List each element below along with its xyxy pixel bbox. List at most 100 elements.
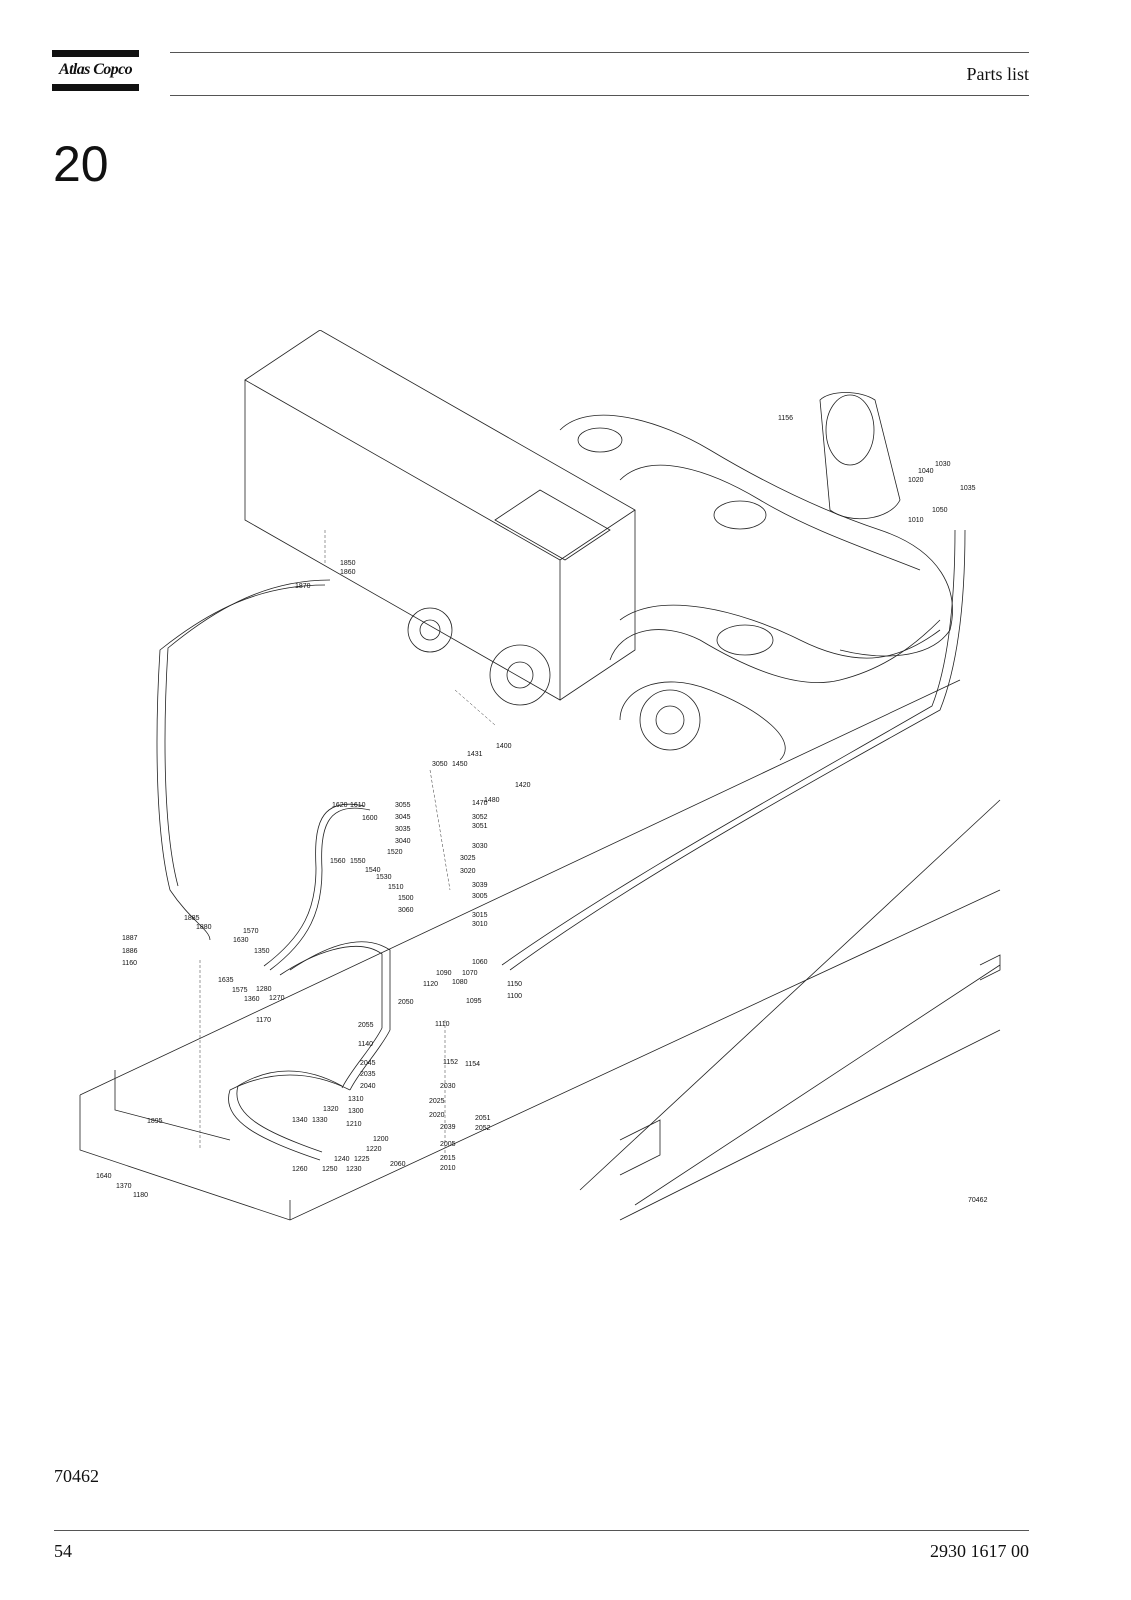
callout: 2015 (440, 1155, 456, 1162)
callout: 1420 (515, 782, 531, 789)
callout: 2050 (398, 999, 414, 1006)
callout: 1250 (322, 1166, 338, 1173)
callout: 1100 (507, 993, 522, 1000)
callout: 1156 (778, 415, 793, 422)
callout: 1160 (122, 960, 137, 967)
callout: 1887 (122, 935, 138, 942)
callout: 2020 (429, 1112, 445, 1119)
callout: 1230 (346, 1166, 362, 1173)
logo-bar-bottom (52, 84, 139, 91)
callout: 1200 (373, 1136, 389, 1143)
callout: 1060 (472, 959, 488, 966)
callout: 3025 (460, 855, 476, 862)
callout: 1470 (472, 800, 488, 807)
callout: 3052 (472, 814, 488, 821)
callout: 1870 (295, 583, 311, 590)
callout: 1350 (254, 948, 270, 955)
callout: 1210 (346, 1121, 362, 1128)
callout: 1520 (387, 849, 403, 856)
callout: 1170 (256, 1017, 271, 1024)
drawing-id: 70462 (968, 1197, 988, 1204)
callout: 2060 (390, 1161, 406, 1168)
callout: 1240 (334, 1156, 350, 1163)
callout: 1575 (232, 987, 248, 994)
callout: 1220 (366, 1146, 382, 1153)
callout: 1360 (244, 996, 260, 1003)
callout: 3035 (395, 826, 411, 833)
callout: 1050 (932, 507, 948, 514)
callout: 1150 (507, 981, 522, 988)
callout: 1310 (348, 1096, 364, 1103)
callout: 1640 (96, 1173, 112, 1180)
exploded-parts-drawing: 1156 1030 1040 1020 1035 1050 1010 1850 … (79, 330, 1001, 1221)
callout: 3020 (460, 868, 476, 875)
callout: 1225 (354, 1156, 370, 1163)
header-rule-top (170, 52, 1029, 53)
callout: 1152 (443, 1059, 458, 1066)
callout: 1020 (908, 477, 924, 484)
callout: 1140 (358, 1041, 373, 1048)
callout: 1620 (332, 802, 348, 809)
callout: 1154 (465, 1061, 480, 1068)
logo-bar-top (52, 50, 139, 57)
callout: 1550 (350, 858, 366, 865)
callout: 2045 (360, 1060, 376, 1067)
callout: 1080 (452, 979, 468, 986)
callout: 3060 (398, 907, 414, 914)
callout: 1895 (147, 1118, 163, 1125)
callout: 1320 (323, 1106, 339, 1113)
callout: 1850 (340, 560, 356, 567)
section-number: 20 (53, 136, 109, 192)
callout: 1886 (122, 948, 138, 955)
callout: 1040 (918, 468, 934, 475)
header-rule-bottom (170, 95, 1029, 96)
callout: 2005 (440, 1141, 456, 1148)
footer-rule (54, 1530, 1029, 1531)
callout: 1480 (484, 797, 500, 804)
figure-number: 70462 (54, 1466, 99, 1486)
callout: 3030 (472, 843, 488, 850)
document-number: 2930 1617 00 (930, 1541, 1029, 1561)
callout: 1095 (466, 998, 482, 1005)
callout: 3051 (472, 823, 488, 830)
callout: 1600 (362, 815, 378, 822)
callout: 3015 (472, 912, 488, 919)
callout: 2039 (440, 1124, 456, 1131)
callout: 1090 (436, 970, 452, 977)
callout: 3040 (395, 838, 411, 845)
callout: 2035 (360, 1071, 376, 1078)
callout: 2040 (360, 1083, 376, 1090)
callout: 3055 (395, 802, 411, 809)
callout: 2010 (440, 1165, 456, 1172)
callout: 1880 (196, 924, 212, 931)
callout: 2055 (358, 1022, 374, 1029)
header-section-title: Parts list (966, 64, 1029, 84)
logo-wordmark: Atlas Copco (59, 61, 133, 78)
callout: 1885 (184, 915, 200, 922)
callout: 1570 (243, 928, 259, 935)
callout: 2051 (475, 1115, 491, 1122)
callout: 1300 (348, 1108, 364, 1115)
callout: 1010 (908, 517, 924, 524)
callout: 1530 (376, 874, 392, 881)
callout: 1340 (292, 1117, 308, 1124)
callout: 1180 (133, 1192, 148, 1199)
callout: 1431 (467, 751, 483, 758)
callout: 1270 (269, 995, 285, 1002)
callout: 1510 (388, 884, 404, 891)
callout: 1630 (233, 937, 249, 944)
callout: 1860 (340, 569, 356, 576)
callout: 1280 (256, 986, 272, 993)
callout: 3010 (472, 921, 488, 928)
drawing-linework (79, 330, 1001, 1221)
callout-labels: 1156 1030 1040 1020 1035 1050 1010 1850 … (96, 415, 988, 1204)
callout: 2030 (440, 1083, 456, 1090)
callout: 1035 (960, 485, 976, 492)
callout: 1260 (292, 1166, 308, 1173)
callout: 3045 (395, 814, 411, 821)
callout: 1500 (398, 895, 414, 902)
callout: 2052 (475, 1125, 491, 1132)
callout: 1370 (116, 1183, 132, 1190)
callout: 3050 (432, 761, 448, 768)
callout: 1560 (330, 858, 346, 865)
